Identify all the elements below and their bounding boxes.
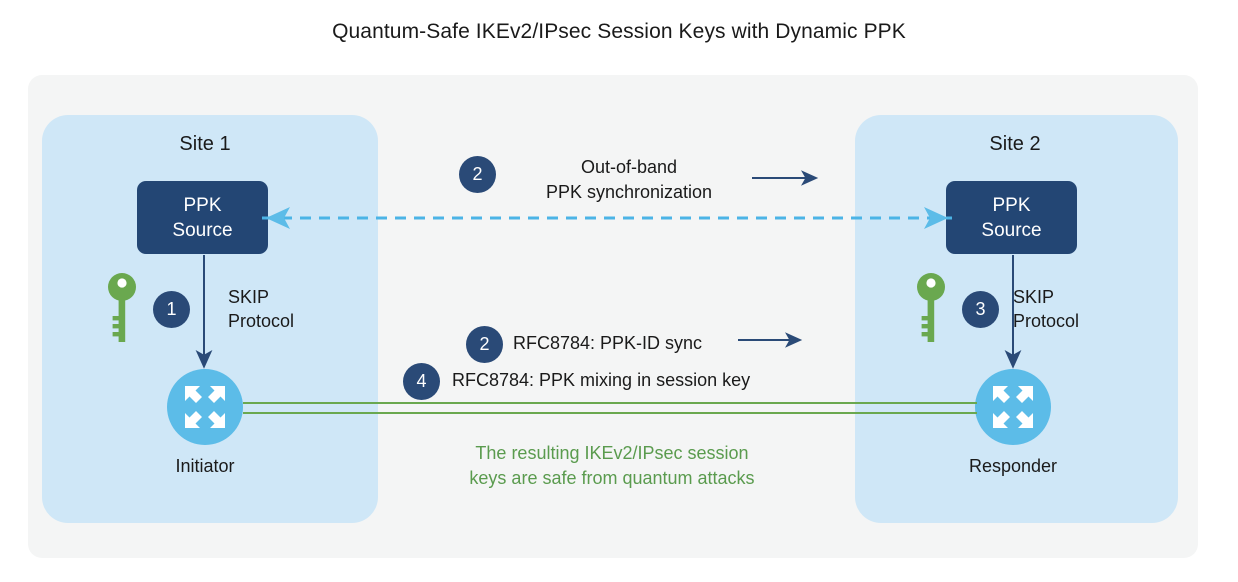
ppk-source-line2-left: Source [172, 219, 233, 241]
ppk-source-line2-right: Source [981, 219, 1042, 241]
step-badge-3: 3 [962, 291, 999, 328]
skip-protocol-label-right: SKIP Protocol [1013, 285, 1123, 333]
ppk-mixing-label: RFC8784: PPK mixing in session key [452, 370, 751, 390]
oob-line2: PPK synchronization [545, 182, 713, 202]
skip-line2-left: Protocol [228, 311, 295, 331]
step-badge-2-ppkid: 2 [466, 326, 503, 363]
ppk-id-sync-label: RFC8784: PPK-ID sync [513, 333, 703, 353]
site-label-right: Site 2 [989, 133, 1041, 155]
page-title: Quantum-Safe IKEv2/IPsec Session Keys wi… [332, 20, 906, 43]
skip-line1-left: SKIP [228, 287, 270, 307]
key-icon [916, 272, 946, 344]
skip-line2-right: Protocol [1013, 311, 1080, 331]
skip-protocol-label-left: SKIP Protocol [228, 285, 338, 333]
ppk-source-box-right[interactable]: PPK Source [946, 181, 1077, 254]
step-badge-1: 1 [153, 291, 190, 328]
green-note-line2: keys are safe from quantum attacks [469, 468, 755, 488]
out-of-band-label: Out-of-band PPK synchronization [509, 155, 749, 205]
ppk-source-line1-left: PPK [183, 194, 222, 216]
node-label-responder: Responder [968, 456, 1058, 476]
oob-line1: Out-of-band [580, 157, 678, 177]
site-label-left: Site 1 [179, 133, 231, 155]
ppk-source-line1-right: PPK [992, 194, 1031, 216]
step-badge-4: 4 [403, 363, 440, 400]
key-icon [107, 272, 137, 344]
node-label-initiator: Initiator [175, 456, 235, 476]
ppk-source-box-left[interactable]: PPK Source [137, 181, 268, 254]
quantum-safe-note: The resulting IKEv2/IPsec session keys a… [397, 441, 827, 491]
router-icon-initiator[interactable] [167, 369, 243, 445]
step-badge-2-oob: 2 [459, 156, 496, 193]
skip-line1-right: SKIP [1013, 287, 1055, 307]
green-note-line1: The resulting IKEv2/IPsec session [475, 443, 749, 463]
router-icon-responder[interactable] [975, 369, 1051, 445]
